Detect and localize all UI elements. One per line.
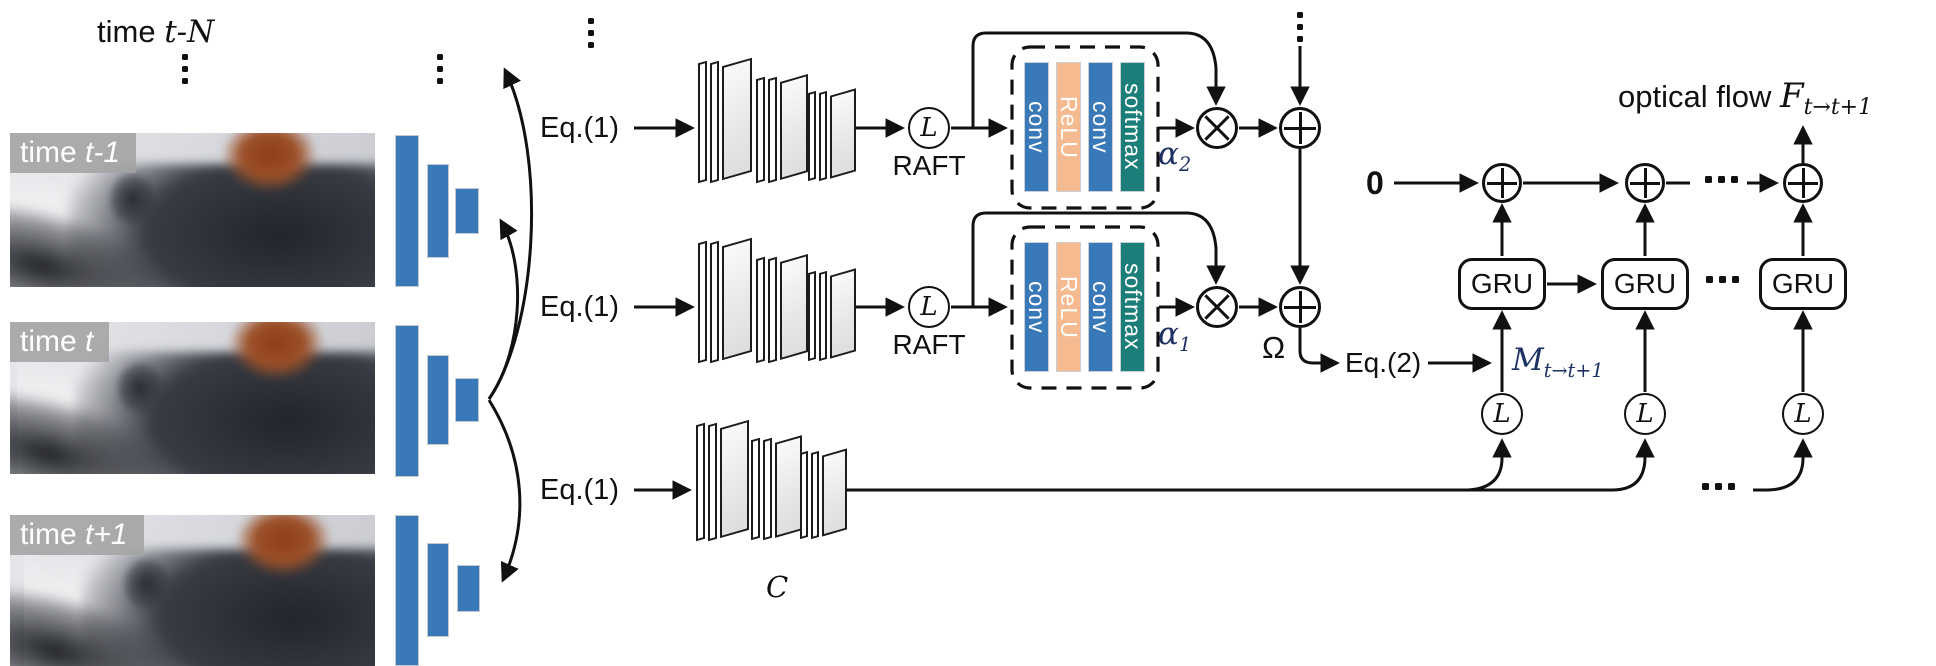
frame-label: time t+1 xyxy=(10,515,144,555)
mlp2-relu-layer: ReLU xyxy=(1056,242,1082,372)
flow-sum-1 xyxy=(1482,163,1522,203)
zero-init-label: 0 xyxy=(1366,165,1384,201)
context-stack xyxy=(696,412,847,562)
L-operator-raft-mid: L xyxy=(908,286,950,328)
feature-stack-top xyxy=(698,48,868,203)
eq1-label-top: Eq.(1) xyxy=(540,112,619,144)
pyramid-bar xyxy=(395,515,419,666)
L-operator-gru-2: L xyxy=(1624,393,1666,435)
eq1-label-bottom: Eq.(1) xyxy=(540,474,619,506)
mlp1-relu-layer: ReLU xyxy=(1056,62,1082,192)
header-time-t-N: time t-N xyxy=(97,14,215,50)
video-frame-t: time t xyxy=(10,322,375,474)
raft-label-top: RAFT xyxy=(892,150,966,181)
multiply-operator-mid xyxy=(1196,286,1238,328)
L-operator-gru-1: L xyxy=(1481,393,1523,435)
optical-flow-title: optical flow Ft→t+1 xyxy=(1618,76,1873,121)
gru-cell-1: GRU xyxy=(1458,258,1546,310)
ellipsis-horizontal-grus-icon xyxy=(1706,276,1739,283)
frame-label: time t-1 xyxy=(10,133,137,173)
context-C-label: C xyxy=(766,570,789,604)
flow-sum-2 xyxy=(1625,163,1665,203)
pyramid-bar xyxy=(395,325,419,477)
pyramid-bar xyxy=(395,135,419,287)
feature-stack-mid xyxy=(698,228,868,383)
video-frame-t-1: time t-1 xyxy=(10,133,375,287)
gru-cell-2: GRU xyxy=(1601,258,1689,310)
ellipsis-vertical-frames-icon xyxy=(182,54,188,84)
mlp2-conv2-layer: conv xyxy=(1088,242,1114,372)
video-frame-t+1: time t+1 xyxy=(10,515,375,666)
pyramid-bar xyxy=(457,565,480,612)
ellipsis-vertical-branches-icon xyxy=(588,18,594,48)
pyramid-bar xyxy=(455,378,479,422)
ellipsis-vertical-pyramids-icon xyxy=(437,54,443,84)
L-operator-gru-3: L xyxy=(1782,393,1824,435)
frame-artwork xyxy=(10,515,375,666)
mlp1-conv1-layer: conv xyxy=(1024,62,1050,192)
mlp1-conv2-layer: conv xyxy=(1088,62,1114,192)
sum-operator-omega xyxy=(1279,286,1321,328)
mlp2-conv1-layer: conv xyxy=(1024,242,1050,372)
mlp1-softmax-layer: softmax xyxy=(1120,62,1146,192)
pyramid-bar xyxy=(427,355,449,445)
gru-cell-3: GRU xyxy=(1759,258,1847,310)
motion-feature-label: Mt→t+1 xyxy=(1512,342,1604,383)
eq1-label-mid: Eq.(1) xyxy=(540,291,619,323)
frame-label: time t xyxy=(10,322,110,362)
omega-label: Ω xyxy=(1262,330,1286,365)
mlp2-softmax-layer: softmax xyxy=(1120,242,1146,372)
pyramid-bar xyxy=(455,188,479,234)
sum-operator-top xyxy=(1279,107,1321,149)
alpha1-label: α1 xyxy=(1158,316,1192,357)
L-operator-raft-top: L xyxy=(908,107,950,149)
ellipsis-horizontal-context-icon xyxy=(1702,483,1735,490)
pyramid-bar xyxy=(427,164,449,258)
multiply-operator-top xyxy=(1196,107,1238,149)
ellipsis-vertical-sum-icon xyxy=(1297,12,1303,42)
raft-label-mid: RAFT xyxy=(892,329,966,360)
ellipsis-horizontal-sums-icon xyxy=(1705,176,1738,183)
alpha2-label: α2 xyxy=(1158,136,1192,177)
eq2-label: Eq.(2) xyxy=(1345,347,1422,378)
pyramid-bar xyxy=(427,543,449,637)
flow-sum-3 xyxy=(1783,163,1823,203)
